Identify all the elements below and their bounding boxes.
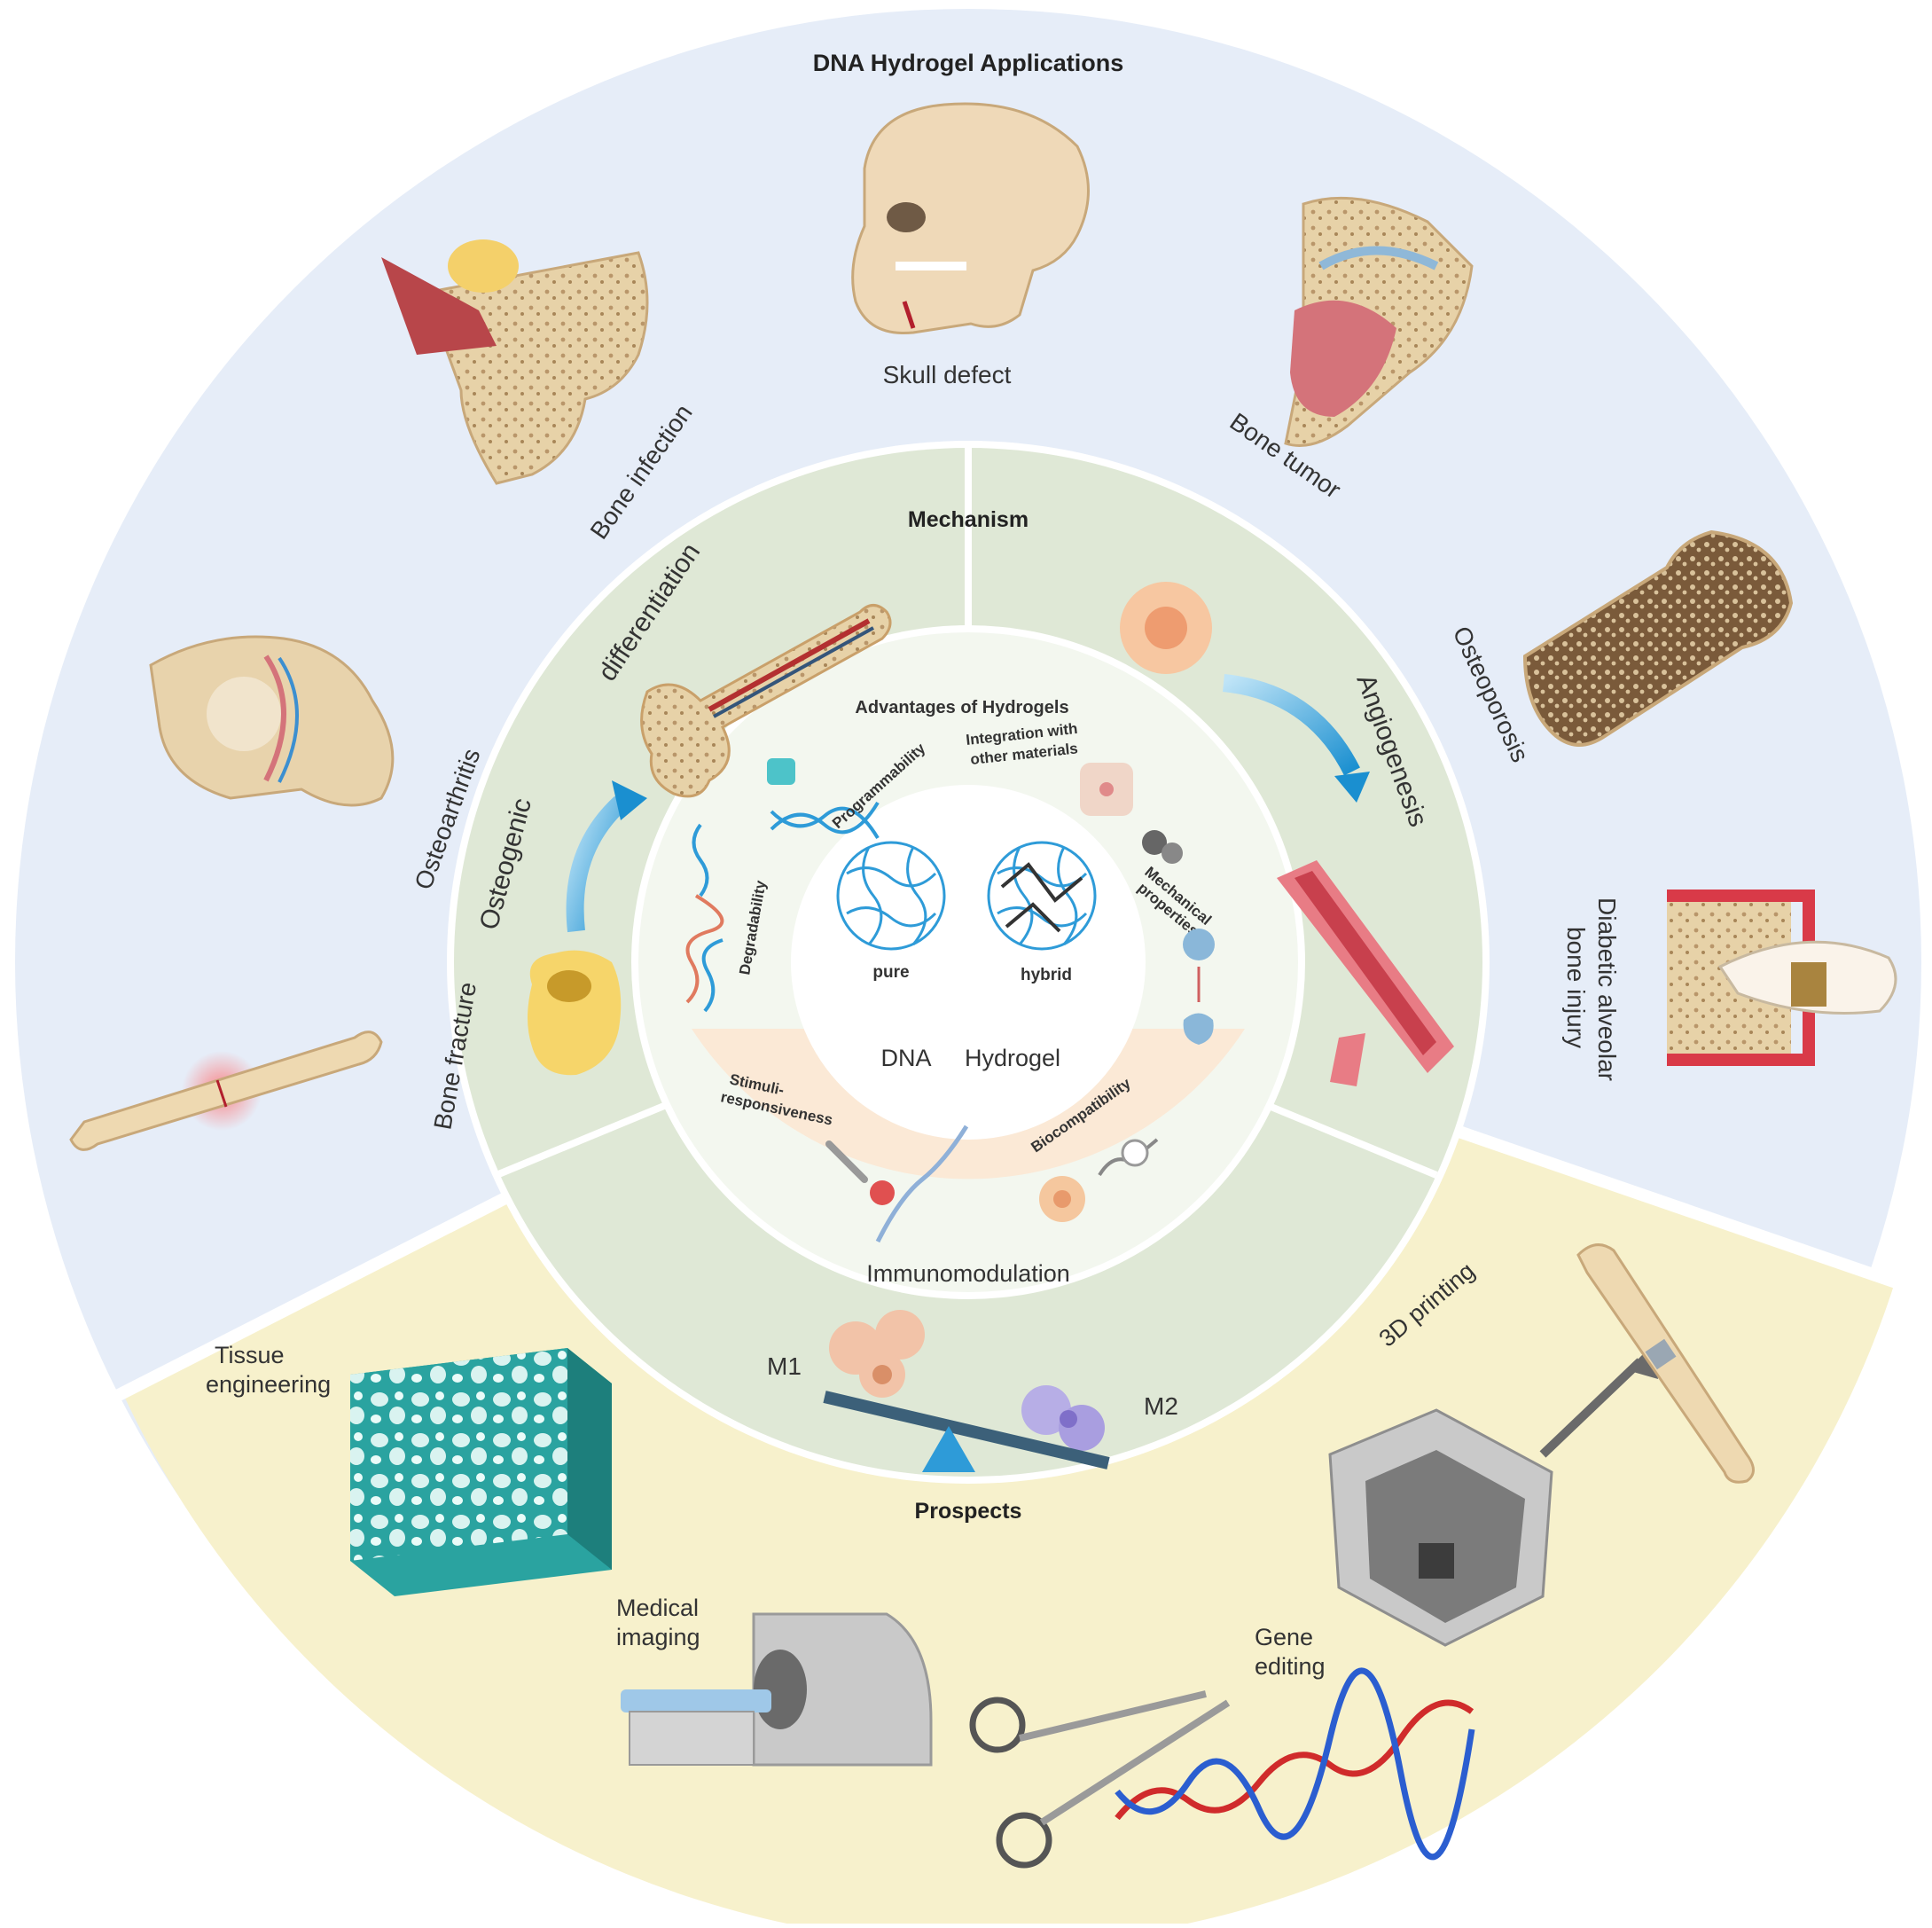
hybrid-network-icon — [987, 841, 1097, 951]
pure-label: pure — [872, 963, 909, 982]
hybrid-label: hybrid — [1021, 966, 1072, 984]
stimuli-responsiveness-icon — [825, 1125, 969, 1243]
mechanism-title: Mechanism — [908, 507, 1029, 532]
prospects-title: Prospects — [915, 1499, 1022, 1524]
blood-vessel-icon — [1277, 860, 1454, 1086]
scissors-icon — [969, 1690, 1231, 1869]
3d-printer-icon — [1328, 1408, 1553, 1647]
osteoblast-cell-icon — [528, 950, 622, 1076]
imaging-label-1: Medical — [616, 1595, 699, 1621]
fractured-bone-icon — [69, 1031, 383, 1151]
imaging-label-2: imaging — [616, 1624, 700, 1650]
m1-label: M1 — [767, 1352, 802, 1380]
advantages-title: Advantages of Hydrogels — [855, 698, 1068, 717]
degradability-icon — [685, 823, 724, 1013]
m2-label: M2 — [1144, 1392, 1178, 1420]
gene-label-1: Gene — [1255, 1624, 1313, 1650]
macrophage-m1-icon — [829, 1310, 925, 1398]
integration-icon — [1080, 763, 1183, 864]
diabetic-alveolar-label: Diabetic alveolar — [1593, 897, 1621, 1081]
bone-injury-label: bone injury — [1562, 927, 1590, 1048]
skull-defect-label: Skull defect — [883, 361, 1012, 388]
dna-label: DNA — [880, 1045, 931, 1071]
macrophage-m2-icon — [1021, 1385, 1105, 1451]
dna-helix-icon — [1115, 1667, 1475, 1861]
bone-with-vessel-icon — [640, 604, 892, 798]
osteogenic-arrow — [566, 795, 627, 933]
biocompatibility-icon — [1039, 1138, 1159, 1222]
tissue-scaffold-icon — [350, 1348, 612, 1596]
bone-tumor-icon — [1284, 196, 1474, 447]
programmability-icon — [767, 758, 880, 840]
angiogenesis-arrow — [1222, 674, 1360, 776]
bone-infection-icon — [381, 239, 649, 485]
mri-scanner-icon — [621, 1612, 933, 1767]
advantages-ring — [631, 625, 1305, 1299]
hydrogel-label: Hydrogel — [965, 1045, 1060, 1071]
printing-arrow — [1539, 1358, 1644, 1458]
immunomodulation-label: Immunomodulation — [866, 1260, 1070, 1287]
skull-icon — [851, 102, 1090, 335]
tissue-label-1: Tissue — [215, 1342, 285, 1368]
pure-network-icon — [836, 841, 946, 951]
gene-label-2: editing — [1255, 1653, 1326, 1680]
osteoporosis-icon — [1522, 529, 1794, 747]
angiogenesis-arrowhead — [1334, 772, 1370, 803]
printed-bone-icon — [1576, 1243, 1755, 1484]
alveolar-bone-tooth-icon — [1667, 890, 1897, 1066]
applications-title: DNA Hydrogel Applications — [813, 50, 1124, 76]
osteogenic-arrowhead — [612, 780, 647, 820]
tissue-label-2: engineering — [206, 1371, 331, 1398]
mechanical-properties-icon — [1183, 929, 1215, 1045]
endothelial-cell-icon — [1120, 582, 1212, 674]
core-circle — [791, 785, 1146, 1140]
balance-seesaw-icon — [823, 1391, 1110, 1472]
osteoarthritis-knee-icon — [149, 635, 395, 807]
